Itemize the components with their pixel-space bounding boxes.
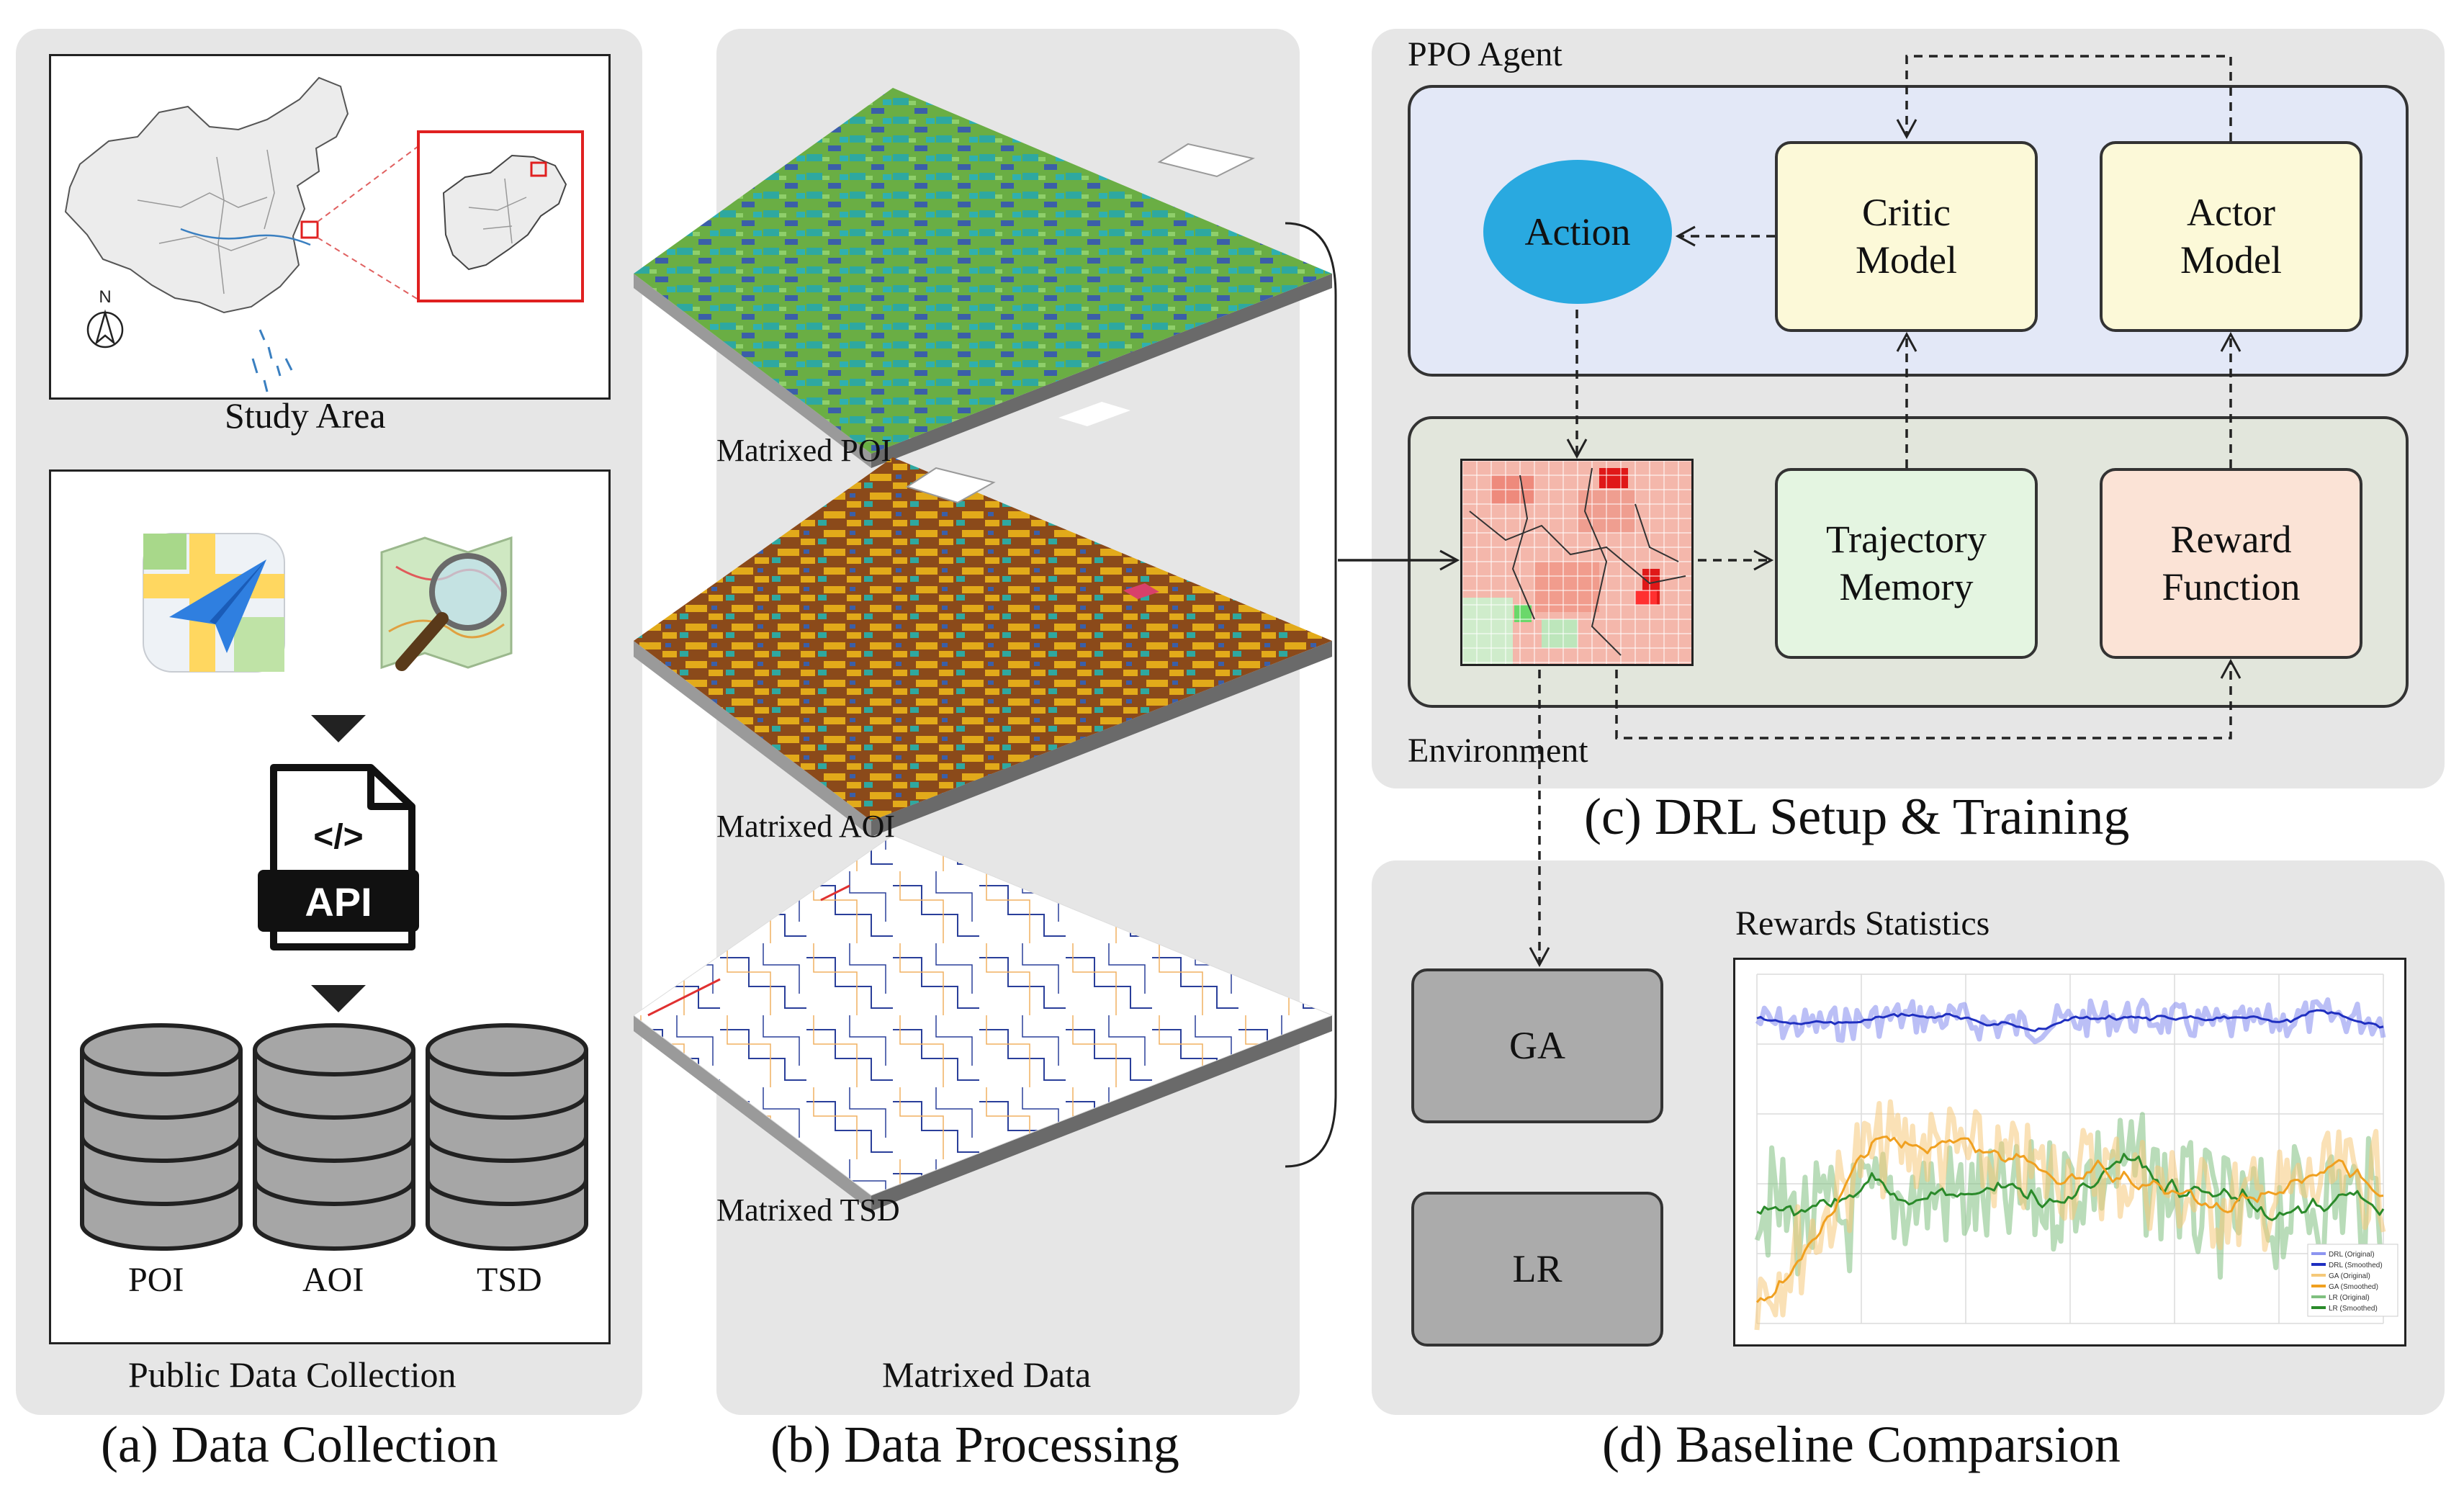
- legend-entry: DRL (Smoothed): [2329, 1262, 2383, 1269]
- critic-model-node: Critic Model: [1775, 141, 2038, 332]
- map-app-icon: [140, 531, 288, 675]
- ga-baseline-node: GA: [1411, 968, 1663, 1123]
- chart-legend: DRL (Original) DRL (Smoothed) GA (Original…: [2307, 1244, 2398, 1317]
- legend-entry: GA (Smoothed): [2329, 1283, 2378, 1291]
- caption-data-collection: (a) Data Collection: [101, 1416, 498, 1473]
- matrixed-aoi-label: Matrixed AOI: [716, 809, 896, 844]
- matrixed-tsd-label: Matrixed TSD: [716, 1192, 900, 1228]
- caption-baseline-comparison: (d) Baseline Comparsion: [1602, 1416, 2121, 1473]
- drl-original-line: [1755, 997, 2386, 1045]
- api-file-icon: </> API: [252, 763, 425, 954]
- legend-entry: LR (Smoothed): [2329, 1305, 2378, 1313]
- lr-smoothed-line: [1756, 1153, 2385, 1221]
- china-map-shape: [64, 76, 349, 314]
- study-area-map: N: [49, 54, 611, 400]
- matrixed-data-label: Matrixed Data: [882, 1354, 1092, 1395]
- db-label-tsd: TSD: [477, 1261, 542, 1299]
- matrixed-tsd-layer: [634, 835, 1334, 1211]
- drl-smoothed-line: [1756, 1009, 2384, 1033]
- north-arrow-icon: [86, 309, 124, 349]
- code-glyph: </>: [313, 818, 363, 856]
- legend-entry: LR (Original): [2329, 1294, 2370, 1302]
- ga-smoothed-line: [1755, 1136, 2384, 1303]
- caption-data-processing: (b) Data Processing: [770, 1416, 1179, 1473]
- matrixed-poi-label: Matrixed POI: [716, 433, 892, 468]
- province-inset-shape: [442, 154, 567, 271]
- db-label-poi: POI: [128, 1261, 184, 1299]
- rewards-statistics-title: Rewards Statistics: [1735, 904, 1990, 943]
- action-label: Action: [1524, 210, 1631, 253]
- ppo-agent-label: PPO Agent: [1408, 35, 1563, 73]
- ga-original-line: [1754, 1099, 2386, 1331]
- rewards-chart: DRL (Original) DRL (Smoothed) GA (Original…: [1733, 958, 2406, 1347]
- legend-entry: DRL (Original): [2329, 1251, 2375, 1259]
- study-area-label: Study Area: [225, 395, 386, 436]
- actor-model-node: Actor Model: [2100, 141, 2362, 332]
- trajectory-memory-node: Trajectory Memory: [1775, 468, 2038, 659]
- api-label: API: [305, 879, 372, 925]
- database-icons: [80, 1023, 588, 1251]
- caption-drl-setup: (c) DRL Setup & Training: [1584, 788, 2130, 845]
- matrixed-poi-layer: [634, 88, 1332, 468]
- db-label-aoi: AOI: [302, 1261, 364, 1299]
- public-data-collection-label: Public Data Collection: [128, 1354, 457, 1395]
- matrixed-aoi-layer: [634, 457, 1332, 837]
- database-icon-tsd: [426, 1023, 588, 1251]
- reward-function-node: Reward Function: [2100, 468, 2362, 659]
- matrixed-layers: [634, 88, 1337, 1211]
- action-node: Action: [1483, 160, 1672, 304]
- environment-label: Environment: [1408, 732, 1588, 770]
- down-arrow-icon: [311, 985, 366, 1012]
- legend-entry: GA (Original): [2329, 1272, 2370, 1280]
- environment-grid-map: [1460, 459, 1694, 666]
- north-label: N: [99, 287, 111, 307]
- openstreetmap-icon: [367, 523, 533, 685]
- layers-bracket: [1285, 222, 1337, 1168]
- lr-baseline-node: LR: [1411, 1192, 1663, 1347]
- down-arrow-icon: [311, 715, 366, 742]
- database-icon-aoi: [253, 1023, 415, 1251]
